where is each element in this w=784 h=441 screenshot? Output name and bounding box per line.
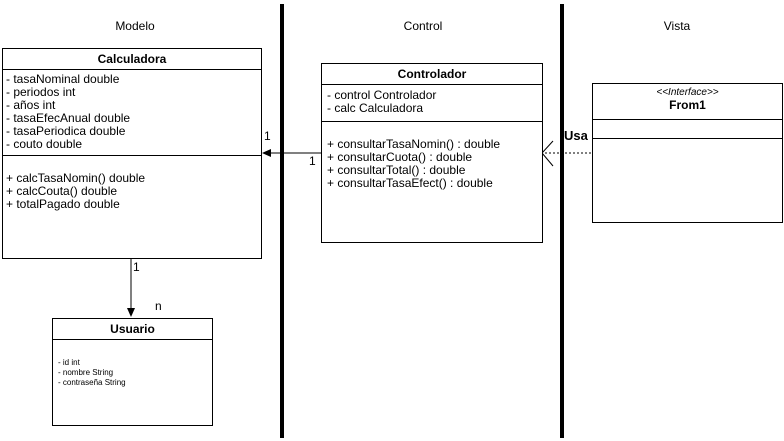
class-controlador-title: Controlador bbox=[397, 67, 467, 81]
multiplicity-calc-user-top: 1 bbox=[133, 260, 140, 274]
method: + calcCouta() double bbox=[6, 184, 118, 198]
dependency-label-usa: Usa bbox=[564, 128, 588, 143]
attribute: - nombre String bbox=[58, 368, 114, 377]
class-controlador-attributes: - control Controlador - calc Calculadora bbox=[322, 85, 542, 115]
class-calculadora-methods: + calcTasaNomin() double + calcCouta() d… bbox=[3, 156, 261, 211]
class-usuario[interactable]: Usuario - id int - nombre String - contr… bbox=[52, 318, 213, 426]
association-arrowhead-user bbox=[127, 308, 135, 317]
class-calculadora-title: Calculadora bbox=[97, 52, 167, 66]
dependency-arrowhead-usa bbox=[541, 140, 554, 167]
method: + totalPagado double bbox=[6, 197, 120, 211]
attribute: - tasaNominal double bbox=[6, 72, 120, 86]
attribute: - calc Calculadora bbox=[327, 101, 424, 115]
attribute: - couto double bbox=[6, 137, 83, 151]
attribute: - años int bbox=[6, 98, 56, 112]
class-calculadora-attributes: - tasaNominal double - periodos int - añ… bbox=[3, 70, 261, 151]
interface-from1-title: From1 bbox=[669, 98, 706, 112]
multiplicity-ctrl-side: 1 bbox=[309, 154, 316, 168]
attribute: - id int bbox=[58, 358, 80, 367]
interface-stereotype: <<Interface>> bbox=[656, 87, 719, 98]
attribute: - periodos int bbox=[6, 85, 76, 99]
attribute: - control Controlador bbox=[327, 88, 437, 102]
attribute: - tasaPeriodica double bbox=[6, 124, 126, 138]
class-usuario-title: Usuario bbox=[110, 322, 155, 336]
method: + calcTasaNomin() double bbox=[6, 171, 146, 185]
multiplicity-calc-side: 1 bbox=[264, 129, 271, 143]
method: + consultarTotal() : double bbox=[327, 163, 466, 177]
method: + consultarTasaEfect() : double bbox=[327, 176, 493, 190]
multiplicity-calc-user-bottom: n bbox=[155, 299, 162, 313]
method: + consultarCuota() : double bbox=[327, 150, 473, 164]
association-arrowhead-calc bbox=[262, 149, 271, 157]
attribute: - contraseña String bbox=[58, 378, 126, 387]
attribute: - tasaEfecAnual double bbox=[6, 111, 131, 125]
column-title-modelo: Modelo bbox=[115, 19, 155, 33]
class-calculadora[interactable]: Calculadora - tasaNominal double - perio… bbox=[2, 48, 262, 259]
class-controlador[interactable]: Controlador - control Controlador - calc… bbox=[321, 63, 543, 243]
class-controlador-methods: + consultarTasaNomin() : double + consul… bbox=[322, 122, 542, 190]
column-title-vista: Vista bbox=[663, 19, 691, 33]
method: + consultarTasaNomin() : double bbox=[327, 137, 501, 151]
interface-from1[interactable]: <<Interface>> From1 bbox=[592, 83, 783, 223]
column-title-control: Control bbox=[403, 19, 443, 33]
class-usuario-attributes: - id int - nombre String - contraseña St… bbox=[53, 340, 212, 388]
